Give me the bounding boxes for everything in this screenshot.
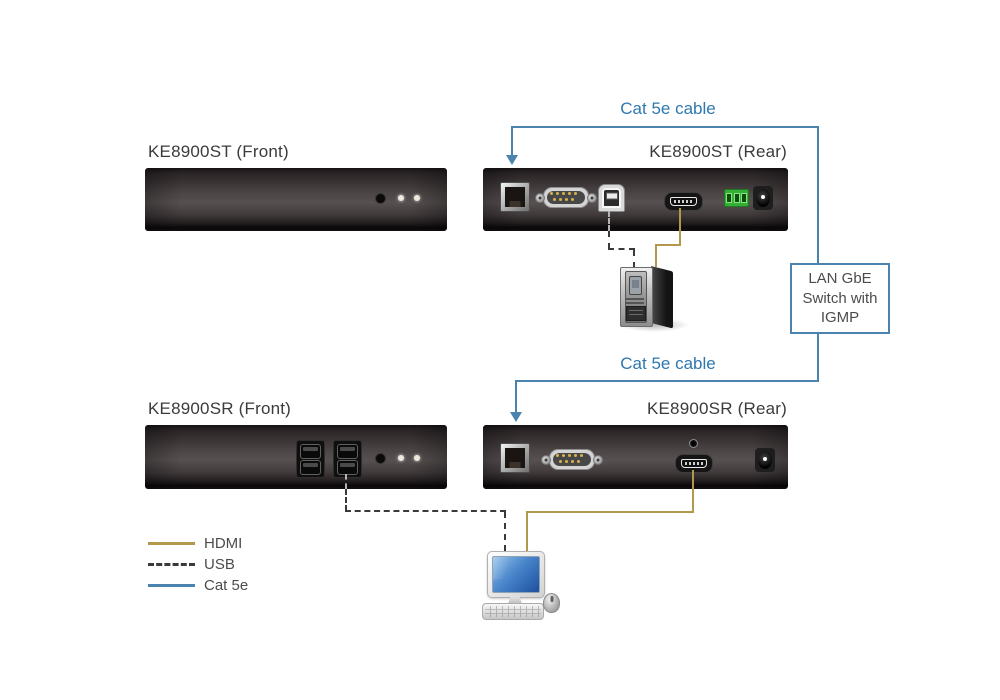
usb-cable-segment <box>504 512 506 551</box>
terminal-block-icon <box>724 189 749 207</box>
hdmi-cable-segment <box>679 208 681 246</box>
cat5e-line-swatch-icon <box>148 584 195 587</box>
led-indicator <box>414 195 420 201</box>
cat5e-cable-segment <box>515 380 819 382</box>
serial-db9-port-icon <box>535 187 597 208</box>
usb-line-swatch-icon <box>148 563 195 566</box>
hdmi-line-swatch-icon <box>148 542 195 545</box>
cat5e-cable-segment <box>511 126 819 128</box>
console-workstation <box>482 548 564 622</box>
lan-gbe-switch-box: LAN GbE Switch with IGMP <box>790 263 890 334</box>
monitor <box>487 551 545 598</box>
hdmi-cable-segment <box>655 244 681 246</box>
cat5e-cable-segment <box>515 380 517 413</box>
serial-db9-port-icon <box>541 449 603 470</box>
label-cat5e-cable-top: Cat 5e cable <box>620 99 716 118</box>
legend-label: HDMI <box>204 535 243 552</box>
hdmi-cable-segment <box>526 511 528 552</box>
cat5e-cable-segment <box>817 126 819 263</box>
usb-b-port-icon <box>598 184 625 212</box>
rj45-lan-port-icon <box>500 443 530 473</box>
legend-label: USB <box>204 556 235 573</box>
usb-cable-segment <box>608 248 635 250</box>
usb-a-ports-icon <box>333 440 362 478</box>
ke8900sr-rear-panel <box>483 425 788 489</box>
label-ke8900sr-rear: KE8900SR (Rear) <box>646 399 787 418</box>
usb-cable-segment <box>633 250 635 268</box>
hdmi-port-icon <box>675 454 713 473</box>
cat5e-arrow-icon <box>510 412 522 422</box>
mouse <box>543 593 560 613</box>
hdmi-cable-segment <box>655 244 657 267</box>
cat5e-cable-segment <box>511 127 513 157</box>
tower-lower-bay <box>626 306 646 321</box>
led-indicator <box>398 195 404 201</box>
legend-label: Cat 5e <box>204 577 249 594</box>
screw-hole-icon <box>689 439 698 448</box>
hdmi-cable-segment <box>692 470 694 513</box>
legend-row-cat5e: Cat 5e <box>148 575 248 596</box>
usb-cable-segment <box>345 474 347 489</box>
tower-drive-slot <box>626 298 644 300</box>
legend-row-hdmi: HDMI <box>148 533 248 554</box>
hdmi-port-icon <box>664 192 703 211</box>
legend: HDMI USB Cat 5e <box>148 533 248 596</box>
tower-front <box>620 267 653 327</box>
rj45-lan-port-icon <box>500 182 530 212</box>
usb-cable-segment <box>608 211 610 231</box>
usb-a-ports-icon <box>296 440 325 478</box>
keyboard <box>482 603 544 620</box>
led-indicator <box>398 455 404 461</box>
lan-switch-text-line3: IGMP <box>820 309 860 327</box>
ke8900st-rear-panel <box>483 168 788 231</box>
pc-tower <box>615 260 693 338</box>
lan-switch-text-line1: LAN GbE <box>808 270 872 288</box>
tower-drive-slot <box>626 302 644 304</box>
usb-cable-segment <box>345 489 347 511</box>
cat5e-arrow-icon <box>506 155 518 165</box>
tower-display <box>629 276 642 295</box>
lan-switch-text-line2: Switch with <box>802 289 878 307</box>
label-ke8900st-rear: KE8900ST (Rear) <box>649 142 787 161</box>
monitor-screen <box>492 556 540 593</box>
led-indicator <box>414 455 420 461</box>
monitor-stand <box>508 596 522 604</box>
hdmi-cable-segment <box>526 511 694 513</box>
power-jack-icon <box>755 448 775 472</box>
cat5e-cable-segment <box>817 330 819 382</box>
usb-cable-segment <box>345 510 506 512</box>
label-ke8900st-front: KE8900ST (Front) <box>148 142 289 161</box>
usb-cable-segment <box>608 231 610 249</box>
label-cat5e-cable-bottom: Cat 5e cable <box>620 354 716 373</box>
label-ke8900sr-front: KE8900SR (Front) <box>148 399 292 418</box>
tower-side <box>651 266 673 329</box>
ke8900sr-front-panel <box>145 425 447 489</box>
power-button <box>375 453 386 464</box>
legend-row-usb: USB <box>148 554 248 575</box>
power-button <box>375 193 386 204</box>
ke8900st-front-panel <box>145 168 447 231</box>
power-jack-icon <box>753 186 773 210</box>
